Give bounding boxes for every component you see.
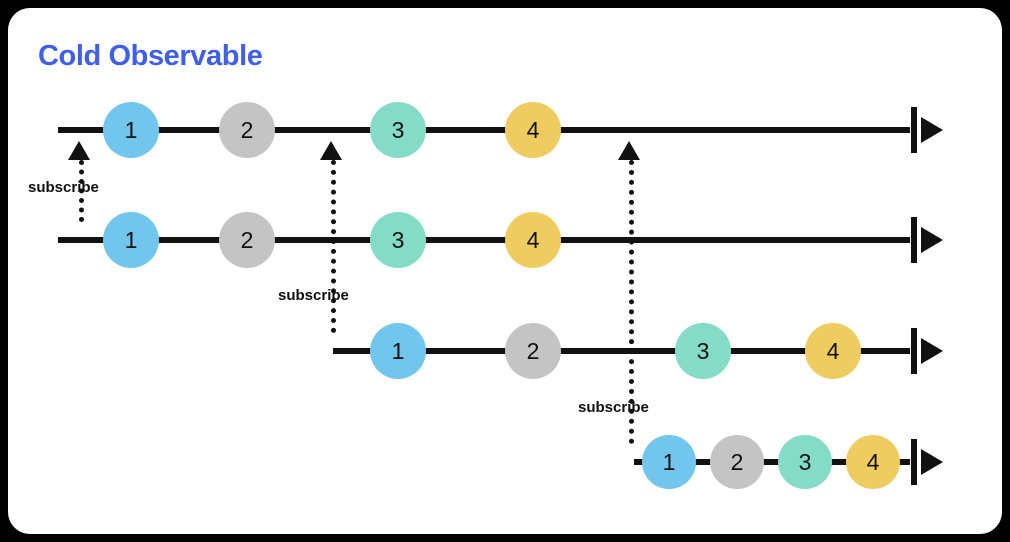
- marble-item[interactable]: 3: [778, 435, 832, 489]
- subscribe-dotted-line: [79, 160, 84, 222]
- subscribe-label: subscribe: [578, 399, 649, 416]
- marble-item[interactable]: 1: [103, 102, 159, 158]
- marble-item[interactable]: 1: [642, 435, 696, 489]
- marble-item[interactable]: 2: [219, 102, 275, 158]
- timeline-axis: [58, 237, 910, 243]
- marble-item[interactable]: 3: [370, 102, 426, 158]
- marble-item[interactable]: 4: [505, 212, 561, 268]
- marble-item[interactable]: 3: [370, 212, 426, 268]
- completion-tick: [911, 107, 917, 153]
- page-title: Cold Observable: [38, 40, 263, 72]
- marble-item[interactable]: 2: [219, 212, 275, 268]
- timeline-axis: [333, 348, 910, 354]
- timeline-arrow-icon: [921, 117, 943, 143]
- subscribe-arrow-icon: [68, 141, 90, 160]
- marble-item[interactable]: 4: [846, 435, 900, 489]
- timeline-arrow-icon: [921, 227, 943, 253]
- marble-item[interactable]: 1: [103, 212, 159, 268]
- timeline-axis: [634, 459, 910, 465]
- completion-tick: [911, 439, 917, 485]
- subscribe-label: subscribe: [28, 179, 99, 196]
- marble-item[interactable]: 4: [805, 323, 861, 379]
- timeline-arrow-icon: [921, 338, 943, 364]
- marble-item[interactable]: 2: [710, 435, 764, 489]
- subscribe-dotted-line: [629, 160, 634, 444]
- completion-tick: [911, 217, 917, 263]
- marble-item[interactable]: 2: [505, 323, 561, 379]
- completion-tick: [911, 328, 917, 374]
- marble-item[interactable]: 4: [505, 102, 561, 158]
- timeline-arrow-icon: [921, 449, 943, 475]
- subscribe-label: subscribe: [278, 287, 349, 304]
- marble-item[interactable]: 1: [370, 323, 426, 379]
- subscribe-arrow-icon: [320, 141, 342, 160]
- marble-item[interactable]: 3: [675, 323, 731, 379]
- subscribe-arrow-icon: [618, 141, 640, 160]
- subscribe-dotted-line: [331, 160, 336, 333]
- timeline-axis: [58, 127, 910, 133]
